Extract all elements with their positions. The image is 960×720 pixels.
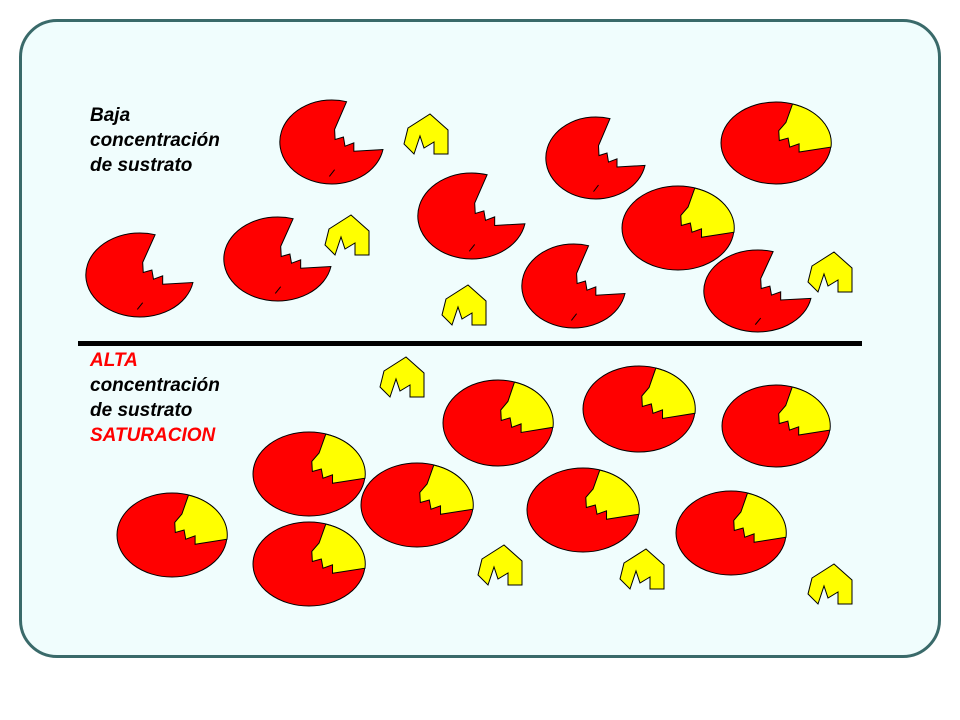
high-label-line-3: de sustrato <box>90 400 193 421</box>
enzyme-substrate-complex-3 <box>442 379 554 467</box>
enzyme-free-7 <box>703 249 812 333</box>
substrate-free-2 <box>324 214 370 256</box>
low-label-line-1: Baja <box>90 105 131 126</box>
high-label-line-2: concentración <box>90 375 220 396</box>
enzyme-substrate-complex-11 <box>252 521 366 607</box>
substrates-layer <box>324 113 853 605</box>
enzyme-substrate-complex-6 <box>252 431 366 517</box>
low-concentration-label: Baja concentración de sustrato <box>90 103 220 178</box>
enzyme-free-3 <box>417 172 526 260</box>
enzyme-substrate-complex-1 <box>720 101 832 185</box>
substrate-free-3 <box>807 251 853 293</box>
substrate-free-8 <box>807 563 853 605</box>
enzyme-free-2 <box>545 116 646 200</box>
enzyme-free-4 <box>223 216 332 302</box>
substrate-free-6 <box>477 544 523 586</box>
substrate-free-1 <box>403 113 449 155</box>
enzyme-free-6 <box>521 243 626 329</box>
enzyme-substrate-complex-8 <box>526 467 640 553</box>
enzyme-substrate-complex-9 <box>675 490 787 576</box>
substrate-free-5 <box>379 356 425 398</box>
enzyme-substrate-complex-4 <box>582 365 696 453</box>
high-label-line-1: ALTA <box>90 350 138 371</box>
enzyme-substrate-complex-7 <box>360 462 474 548</box>
enzyme-free-1 <box>279 99 384 185</box>
enzyme-substrate-complex-10 <box>116 492 228 578</box>
low-label-line-2: concentración <box>90 130 220 151</box>
enzyme-substrate-complex-2 <box>621 185 735 271</box>
section-divider <box>78 341 862 346</box>
high-concentration-label: ALTA concentración de sustrato SATURACIO… <box>90 348 220 448</box>
high-label-line-4: SATURACION <box>90 425 216 446</box>
enzyme-free-5 <box>85 232 194 318</box>
substrate-free-4 <box>441 284 487 326</box>
enzyme-substrate-complex-5 <box>721 384 831 468</box>
low-label-line-3: de sustrato <box>90 155 193 176</box>
substrate-free-7 <box>619 548 665 590</box>
enzymes-layer <box>85 99 832 607</box>
